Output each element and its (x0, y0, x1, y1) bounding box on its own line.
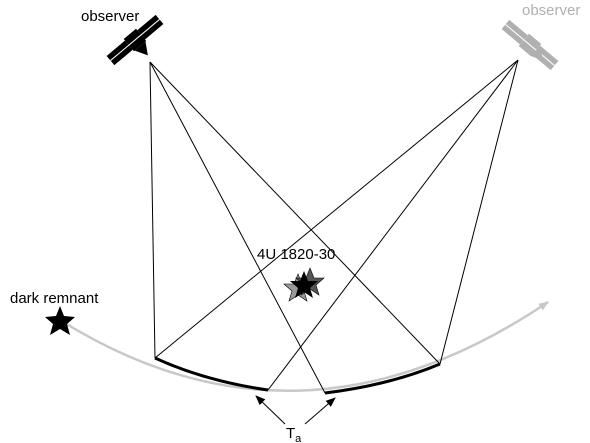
sight-line (149, 61, 326, 394)
star-icon (45, 306, 75, 335)
satellite-icon (501, 19, 559, 71)
satellite-icon (106, 14, 164, 66)
ta-label-main: T (286, 425, 295, 442)
sight-line (439, 59, 519, 365)
star-icon (283, 267, 325, 302)
arc-segment-left (154, 356, 269, 392)
remnant-label: dark remnant (10, 290, 99, 307)
observer-label: observer (522, 2, 580, 19)
sight-line (154, 59, 519, 359)
sight-line (149, 61, 441, 365)
star-icon (290, 271, 318, 298)
orbit-path (59, 300, 549, 392)
ta-arrow-left (255, 395, 286, 425)
source-label: 4U 1820-30 (257, 246, 335, 263)
ta-label: Ta (286, 425, 302, 443)
sight-line (267, 59, 519, 391)
arc-segment-right (324, 362, 441, 395)
observer-label: observer (81, 8, 139, 25)
ta-label-sub: a (295, 433, 302, 443)
ta-arrow-right (304, 397, 336, 425)
sight-line (149, 61, 156, 359)
